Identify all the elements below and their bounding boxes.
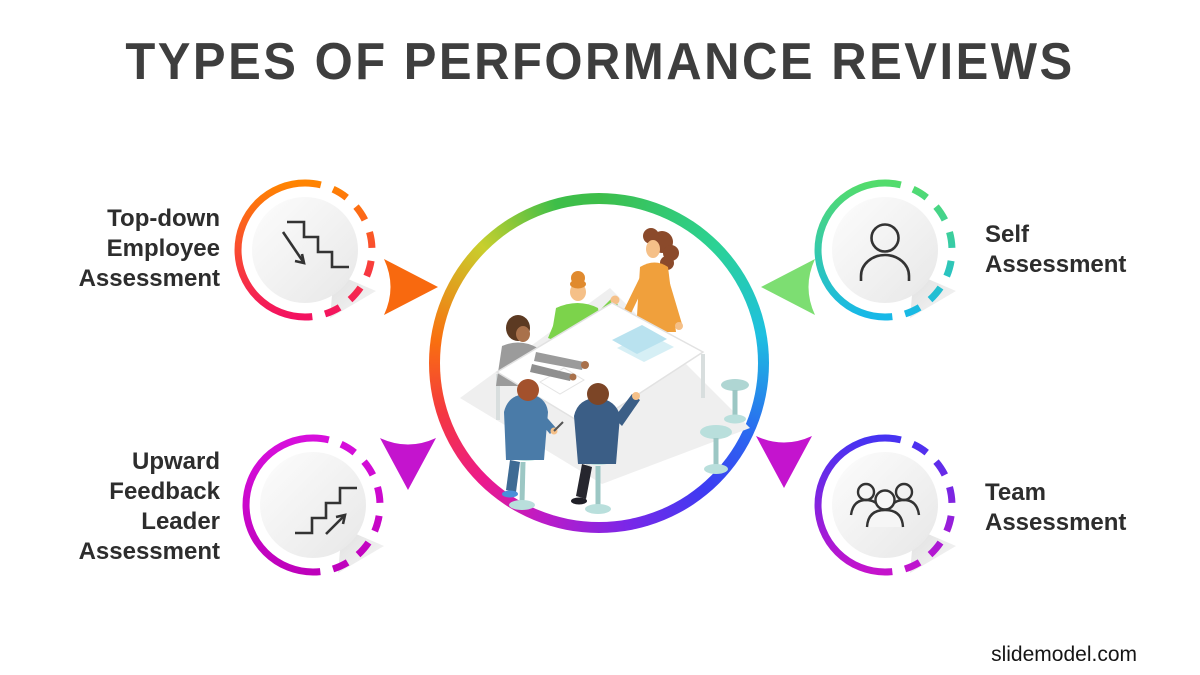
label-upward-feedback-leader-assessment: Upward Feedback Leader Assessment (78, 448, 220, 565)
stairs-down-arrow-icon (281, 220, 349, 269)
badge-ring-bottom-left (242, 434, 384, 576)
team-meeting-illustration (460, 228, 750, 514)
badge-ring-bottom-right (814, 434, 956, 576)
stairs-up-arrow-icon (295, 486, 357, 535)
person-icon (859, 223, 911, 281)
standing-woman (617, 228, 683, 332)
arrow-top-right (757, 256, 819, 318)
badge-top-down-employee-assessment (230, 175, 380, 325)
label-top-down-employee-assessment: Top-down Employee Assessment (78, 205, 220, 292)
gray-woman-arms (530, 352, 589, 381)
arrow-bottom-left (377, 432, 439, 494)
label-self-assessment: Self Assessment (985, 221, 1127, 278)
team-group-icon (849, 482, 921, 528)
badge-upward-feedback-leader-assessment (238, 430, 388, 580)
page-title: TYPES OF PERFORMANCE REVIEWS (125, 33, 1075, 91)
empty-stools (700, 379, 749, 474)
badge-ring-top-right (814, 179, 956, 321)
badge-ring-top-left (234, 179, 376, 321)
label-team-assessment: Team Assessment (985, 479, 1127, 536)
arrow-top-left (380, 256, 442, 318)
seated-person-left (502, 379, 564, 510)
watermark: slidemodel.com (991, 643, 1137, 666)
badge-self-assessment (810, 175, 960, 325)
arrow-bottom-right (753, 430, 815, 492)
seated-person-right (571, 383, 640, 514)
badge-team-assessment (810, 430, 960, 580)
